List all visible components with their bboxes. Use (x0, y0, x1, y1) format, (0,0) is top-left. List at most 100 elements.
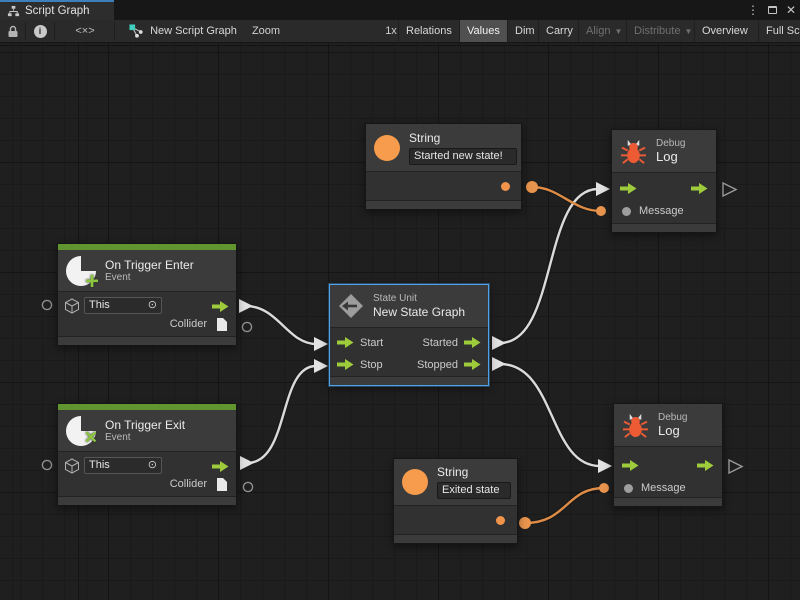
dim-toggle[interactable]: Dim (507, 20, 542, 42)
target-dropdown[interactable]: This⊙ (84, 297, 162, 314)
node-string-literal-top[interactable]: String Started new state! (365, 123, 522, 210)
fullscreen-button[interactable]: Full Screen (758, 20, 800, 42)
kebab-menu-icon[interactable]: ⋮ (746, 3, 759, 17)
message-input-port[interactable] (624, 484, 633, 493)
collider-output-port[interactable] (216, 317, 228, 332)
event-icon: ✕ (66, 415, 98, 447)
lock-button[interactable] (2, 20, 24, 42)
graph-tree-icon (7, 5, 20, 16)
graph-breadcrumb-button[interactable]: New Script Graph (126, 20, 240, 42)
values-toggle[interactable]: Values (459, 20, 507, 42)
toolbar: i <×> New Script Graph Zoom 1x Relations… (0, 20, 800, 57)
tab-script-graph[interactable]: Script Graph (0, 0, 114, 20)
flow-output-port[interactable] (697, 460, 714, 471)
port-label: Start (360, 337, 384, 349)
lock-icon (8, 25, 18, 37)
wire-stopped-to-debug-bottom[interactable] (499, 362, 601, 468)
flow-output-port[interactable] (691, 183, 708, 194)
stopped-flow-output-port[interactable] (464, 359, 481, 370)
string-value-input[interactable]: Exited state (437, 482, 511, 499)
port-label: Collider (169, 478, 207, 490)
chevron-down-icon: ▼ (614, 26, 623, 36)
state-unit-icon (339, 294, 363, 318)
plus-badge-icon: + (84, 267, 99, 295)
flow-output-port[interactable] (212, 301, 229, 312)
node-title: String (437, 465, 469, 479)
node-title: On Trigger Enter (105, 257, 194, 272)
node-subtitle: Debug (656, 138, 686, 149)
string-output-port[interactable] (496, 516, 505, 525)
node-title: Log (656, 149, 678, 164)
target-dropdown[interactable]: This⊙ (84, 457, 162, 474)
event-icon: + (66, 255, 99, 293)
string-output-port[interactable] (501, 182, 510, 191)
started-flow-output-port[interactable] (464, 337, 481, 348)
node-subtitle: Debug (658, 412, 688, 423)
message-input-port[interactable] (622, 207, 631, 216)
gameobject-cube-icon (65, 298, 79, 314)
overview-button[interactable]: Overview (694, 20, 755, 42)
start-flow-input-port[interactable] (337, 337, 354, 348)
align-dropdown[interactable]: Align▼ (578, 20, 629, 42)
wire-enter-to-start[interactable] (245, 304, 317, 346)
node-on-trigger-enter[interactable]: + On Trigger Enter Event This⊙ Collider (57, 243, 237, 346)
flow-input-port[interactable] (620, 183, 637, 194)
wire-string-top-to-message[interactable] (531, 185, 602, 213)
bug-icon (620, 139, 647, 164)
port-label: Message (639, 205, 684, 217)
object-picker-icon[interactable]: ⊙ (147, 459, 157, 471)
flow-output-port[interactable] (212, 461, 229, 472)
script-graph-icon (129, 23, 143, 38)
string-literal-icon (402, 469, 428, 495)
port-label: Message (641, 482, 686, 494)
wire-string-bottom-to-message[interactable] (524, 486, 605, 525)
code-view-button[interactable]: <×> (56, 20, 114, 42)
wire-exit-to-stop[interactable] (246, 364, 317, 465)
node-title: On Trigger Exit (105, 417, 186, 432)
stop-flow-input-port[interactable] (337, 359, 354, 370)
unconnected-value-port-icons[interactable] (41, 299, 254, 493)
unconnected-flow-port-icons[interactable] (722, 181, 744, 475)
event-color-bar (58, 404, 236, 410)
value-wire-endpoints (519, 181, 609, 529)
node-debug-log-bottom[interactable]: Debug Log Message (613, 403, 723, 507)
info-button[interactable]: i (27, 20, 53, 42)
flow-wire-arrowheads (239, 182, 612, 473)
node-subtitle: Event (105, 431, 131, 443)
zoom-label: Zoom (251, 25, 281, 37)
carry-toggle[interactable]: Carry (538, 20, 580, 42)
port-label: Started (422, 337, 458, 349)
node-on-trigger-exit[interactable]: ✕ On Trigger Exit Event This⊙ Collider (57, 403, 237, 506)
node-title: New State Graph (373, 305, 466, 319)
titlebar: Script Graph ⋮ ✕ (0, 0, 800, 20)
tab-label: Script Graph (25, 5, 90, 17)
node-subtitle: State Unit (373, 293, 417, 304)
node-subtitle: Event (105, 271, 131, 283)
x-badge-icon: ✕ (83, 427, 98, 447)
node-state-unit[interactable]: State Unit New State Graph Start Started… (329, 284, 489, 386)
node-string-literal-bottom[interactable]: String Exited state (393, 458, 518, 544)
string-literal-icon (374, 134, 400, 161)
maximize-icon[interactable] (767, 6, 777, 14)
object-picker-icon[interactable]: ⊙ (147, 299, 157, 311)
wire-started-to-debug-top[interactable] (499, 187, 599, 345)
event-color-bar (58, 244, 236, 250)
close-icon[interactable]: ✕ (785, 3, 796, 17)
graph-name: New Script Graph (150, 25, 237, 37)
bug-icon (622, 413, 649, 438)
info-icon: i (33, 24, 47, 38)
node-title: Log (658, 423, 680, 438)
distribute-dropdown[interactable]: Distribute▼ (626, 20, 699, 42)
port-label: Stopped (417, 359, 458, 371)
relations-toggle[interactable]: Relations (398, 20, 459, 42)
chevron-down-icon: ▼ (684, 26, 693, 36)
code-icon: <×> (75, 25, 95, 37)
node-debug-log-top[interactable]: Debug Log Message (611, 129, 717, 233)
flow-input-port[interactable] (622, 460, 639, 471)
collider-output-port[interactable] (216, 477, 228, 492)
string-value-input[interactable]: Started new state! (409, 147, 517, 165)
port-label: Stop (360, 359, 383, 371)
zoom-value: 1x (385, 25, 397, 37)
